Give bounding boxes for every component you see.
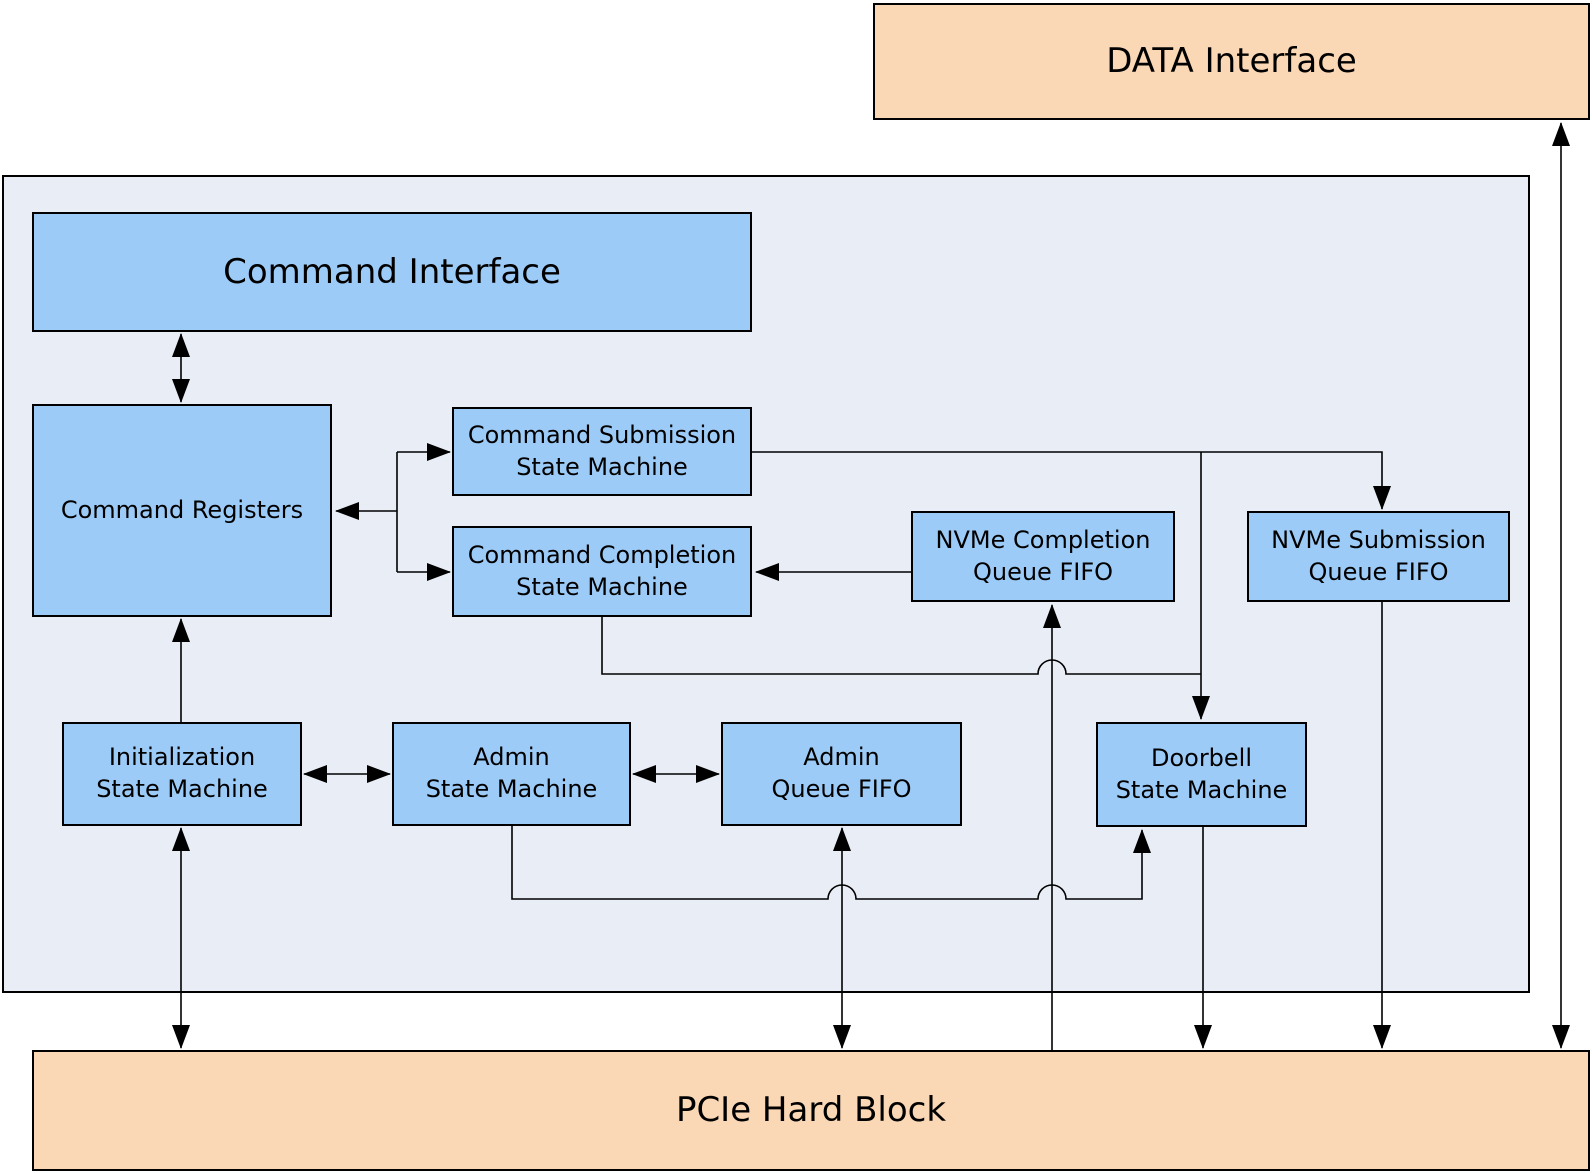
pcie-hard-block-box: PCIe Hard Block [32,1050,1590,1171]
admin-state-machine-box: Admin State Machine [392,722,631,826]
initialization-state-machine-label: Initialization State Machine [96,743,268,803]
initialization-state-machine-box: Initialization State Machine [62,722,302,826]
command-submission-state-machine-label: Command Submission State Machine [467,420,737,481]
command-completion-state-machine-label: Command Completion State Machine [467,540,737,601]
admin-queue-fifo-label: Admin Queue FIFO [771,743,912,803]
command-interface-box: Command Interface [32,212,752,332]
command-registers-box: Command Registers [32,404,332,617]
nvme-submission-queue-fifo-box: NVMe Submission Queue FIFO [1247,511,1510,602]
doorbell-state-machine-label: Doorbell State Machine [1115,743,1288,804]
command-submission-state-machine-box: Command Submission State Machine [452,407,752,496]
admin-state-machine-label: Admin State Machine [425,743,598,803]
nvme-submission-queue-fifo-label: NVMe Submission Queue FIFO [1271,525,1486,586]
pcie-hard-block-label: PCIe Hard Block [675,1090,947,1131]
doorbell-state-machine-box: Doorbell State Machine [1096,722,1307,827]
admin-queue-fifo-box: Admin Queue FIFO [721,722,962,826]
data-interface-label: DATA Interface [1106,41,1357,82]
command-completion-state-machine-box: Command Completion State Machine [452,526,752,617]
nvme-completion-queue-fifo-label: NVMe Completion Queue FIFO [935,525,1151,586]
command-interface-label: Command Interface [223,251,561,292]
command-registers-label: Command Registers [60,495,304,524]
nvme-completion-queue-fifo-box: NVMe Completion Queue FIFO [911,511,1175,602]
data-interface-box: DATA Interface [873,3,1590,120]
